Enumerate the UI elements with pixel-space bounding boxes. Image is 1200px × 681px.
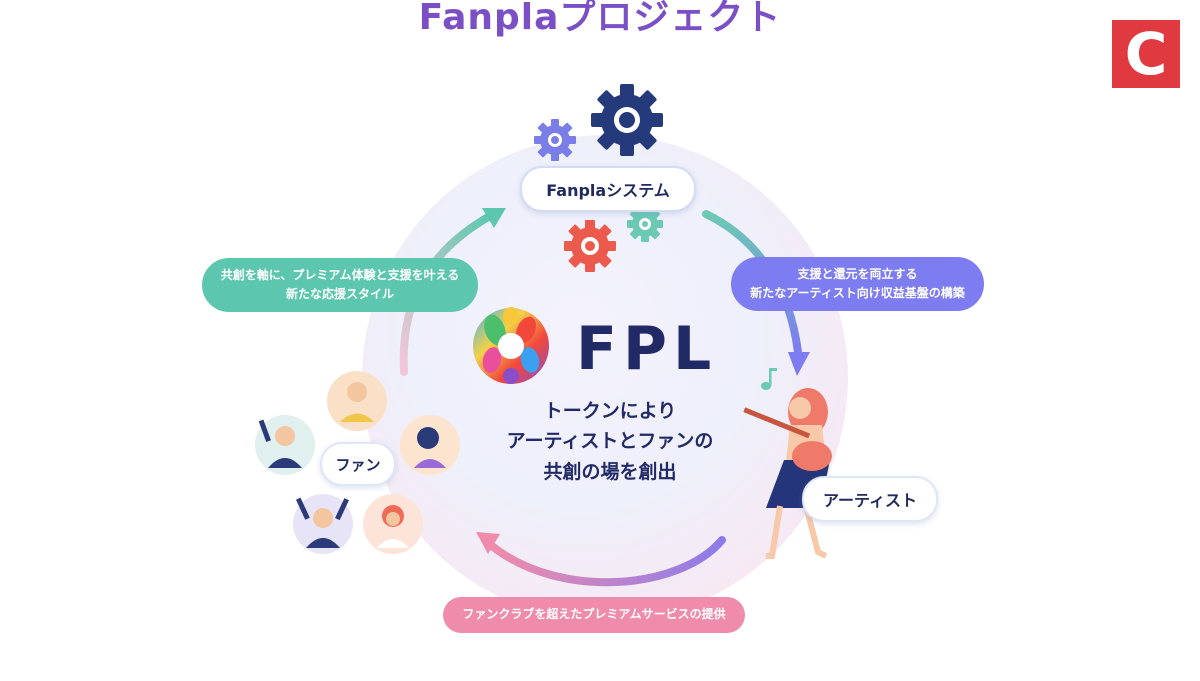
system-chip: Fanplaシステム [520, 166, 696, 212]
premium-service-pill: ファンクラブを超えたプレミアムサービスの提供 [443, 597, 745, 633]
gear-icon [591, 84, 663, 156]
fan-avatar [400, 415, 460, 475]
center-line: 共創の場を創出 [543, 460, 677, 483]
page-title: Fanplaプロジェクト [418, 0, 782, 38]
corner-logo[interactable]: C [1112, 20, 1180, 88]
fan-avatar [293, 494, 353, 554]
music-note-icon [761, 368, 777, 390]
fpl-logo-mark [473, 307, 549, 384]
brand-name: FPL [576, 314, 718, 384]
fan-avatar [363, 494, 423, 554]
fan-avatar [255, 415, 315, 475]
pill-line: 支援と還元を両立する [797, 266, 918, 281]
artist-benefit-pill: 支援と還元を両立する 新たなアーティスト向け収益基盤の構築 [731, 257, 984, 311]
background-circle [362, 135, 848, 621]
center-message: トークンにより アーティストとファンの 共創の場を創出 [470, 396, 750, 487]
center-line: トークンにより [543, 400, 677, 422]
fan-chip: ファン [320, 442, 396, 486]
gear-icon [564, 220, 616, 272]
center-line: アーティストとファンの [506, 430, 714, 453]
pill-line: 新たな応援スタイル [285, 287, 394, 301]
fan-avatar [327, 371, 387, 431]
pill-line: 共創を軸に、プレミアム体験と支援を叶える [220, 267, 460, 282]
cycle-arrow-bottom [476, 532, 726, 587]
gear-icon [534, 119, 576, 161]
fan-benefit-pill: 共創を軸に、プレミアム体験と支援を叶える 新たな応援スタイル [202, 258, 478, 312]
artist-illustration [743, 388, 832, 559]
artist-chip: アーティスト [802, 476, 938, 522]
pill-line: 新たなアーティスト向け収益基盤の構築 [750, 286, 965, 300]
